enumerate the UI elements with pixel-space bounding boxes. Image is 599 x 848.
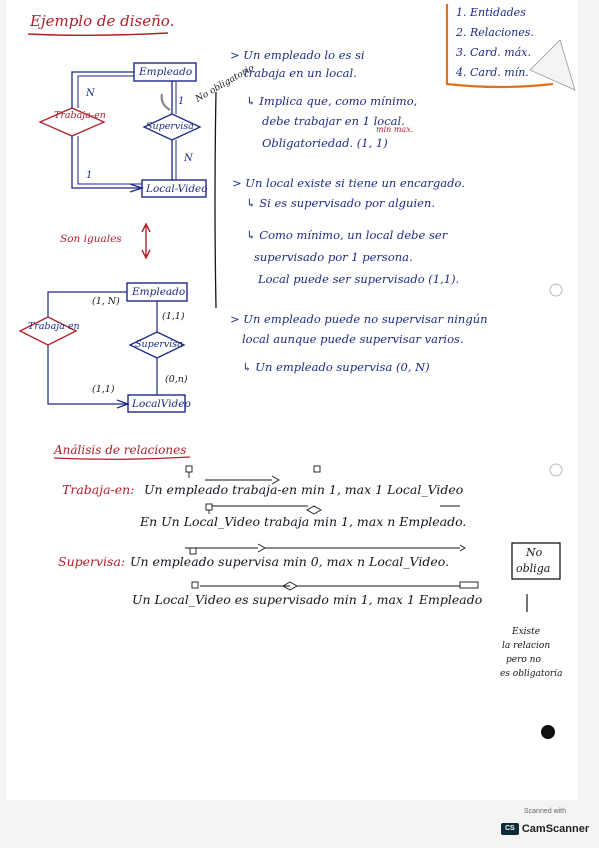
step-4: 4. Card. mín.: [456, 66, 529, 79]
r1-line-b: En Un Local_Video trabaja min 1, max n E…: [140, 514, 467, 529]
note-1b: trabaja en un local.: [244, 66, 357, 80]
r2-label: Supervisa:: [58, 554, 126, 569]
bottom-card-4: (0,n): [165, 374, 188, 385]
note-5c: ↳ Un empleado supervisa (0, N): [242, 360, 430, 374]
top-card-1a: 1: [178, 96, 185, 107]
note-existe-1: Existe: [512, 627, 541, 637]
top-card-1b: 1: [86, 170, 93, 181]
r2-line-b: Un Local_Video es supervisado min 1, max…: [132, 592, 483, 607]
note-4b: supervisado por 1 persona.: [254, 250, 413, 264]
top-trabaja-label: Trabaja-en: [54, 110, 106, 121]
camscanner-watermark: Scanned with CS CamScanner: [500, 808, 590, 840]
top-card-n1: N: [86, 88, 95, 99]
no-obliga-2: obliga: [516, 562, 551, 575]
note-existe-4: es obligatoria: [500, 669, 563, 679]
note-4c: Local puede ser supervisado (1,1).: [258, 272, 460, 286]
step-3: 3. Card. máx.: [456, 46, 531, 59]
note-5a: > Un empleado puede no supervisar ningún: [230, 312, 488, 326]
folded-corner: [529, 39, 576, 91]
note-2a: ↳ Implica que, como mínimo,: [246, 94, 418, 108]
top-card-n2: N: [184, 153, 193, 164]
r1-label: Trabaja-en:: [62, 482, 135, 497]
bottom-trabaja-label: Trabaja en: [28, 321, 80, 332]
note-2b: debe trabajar en 1 local.: [262, 114, 405, 128]
bottom-supervisa-label: Supervisa: [135, 339, 183, 350]
scanner-top-text: Scanned with: [523, 808, 567, 815]
bottom-empleado-label: Empleado: [132, 286, 186, 298]
note-existe-3: pero no: [506, 655, 541, 665]
scanner-brand-text: CamScanner: [521, 822, 590, 835]
vertical-divider: [214, 91, 217, 309]
bottom-card-3: (1,1): [92, 384, 115, 395]
page-title: Ejemplo de diseño.: [30, 12, 175, 30]
top-empleado-label: Empleado: [139, 66, 193, 78]
r1-line-a: Un empleado trabaja-en min 1, max 1 Loca…: [144, 482, 464, 497]
note-4a: ↳ Como mínimo, un local debe ser: [246, 228, 448, 242]
bottom-local-label: LocalVideo: [132, 398, 191, 410]
note-2d: min max.: [376, 125, 414, 134]
camscanner-logo-icon: CS: [500, 822, 519, 835]
top-supervisa-label: Supervisa: [146, 121, 194, 132]
bottom-card-1: (1, N): [92, 296, 120, 307]
note-5b: local aunque puede supervisar varios.: [242, 332, 464, 346]
note-3a: > Un local existe si tiene un encargado.: [232, 176, 465, 190]
step-1: 1. Entidades: [456, 6, 526, 19]
note-1a: > Un empleado lo es si: [230, 48, 365, 62]
bottom-card-2: (1,1): [162, 311, 185, 322]
steps-bracket: [445, 4, 554, 89]
top-local-label: Local-Video: [146, 183, 208, 195]
r2-line-a: Un empleado supervisa min 0, max n Local…: [130, 554, 450, 569]
note-3b: ↳ Si es supervisado por alguien.: [246, 196, 435, 210]
note-2c: Obligatoriedad. (1, 1): [262, 136, 388, 150]
title-underline: [27, 32, 169, 36]
paper-sheet: [6, 0, 578, 800]
no-obliga-1: No: [526, 546, 543, 559]
step-2: 2. Relaciones.: [456, 26, 534, 39]
note-existe-2: la relacion: [502, 641, 551, 651]
scanner-brand: CS CamScanner: [500, 822, 590, 835]
analysis-heading: Análisis de relaciones: [54, 443, 187, 457]
son-iguales-label: Son iguales: [60, 233, 122, 245]
